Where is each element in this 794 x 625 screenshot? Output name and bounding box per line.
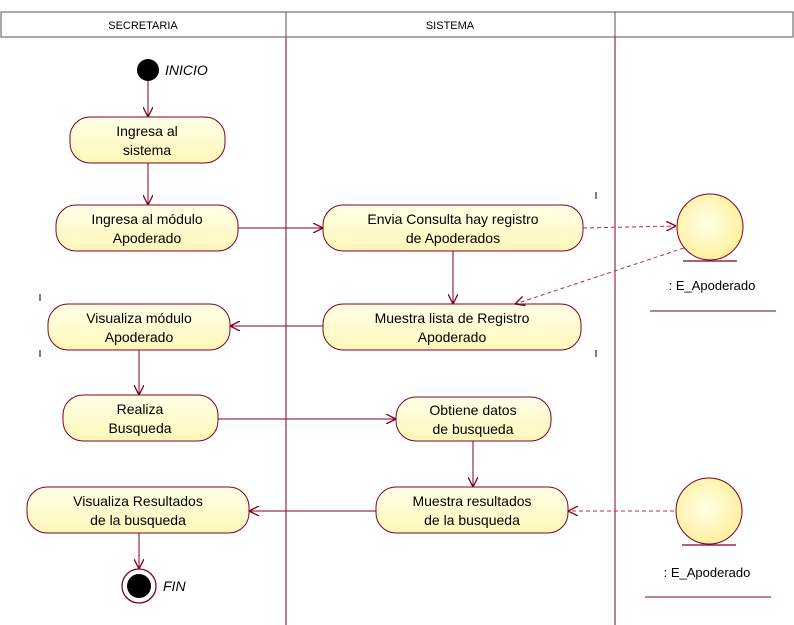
activity-envia-consulta: Envia Consulta hay registro de Apoderado…: [322, 204, 584, 252]
activity-label: de Apoderados: [406, 230, 500, 246]
activity-realiza-busqueda: Realiza Busqueda: [62, 394, 219, 442]
activity-label: Apoderado: [418, 329, 487, 345]
activity-label: Visualiza módulo: [86, 310, 192, 326]
entity-apoderado-2: : E_Apoderado: [645, 477, 771, 598]
control-flows: [139, 81, 473, 569]
object-flows: [515, 226, 685, 511]
activity-label: Ingresa al: [116, 123, 177, 139]
activity-label: Busqueda: [108, 420, 171, 436]
activity-visualiza-resultados: Visualiza Resultados de la busqueda: [26, 486, 250, 534]
activity-muestra-lista: Muestra lista de Registro Apoderado: [322, 303, 582, 351]
activity-visualiza-modulo: Visualiza módulo Apoderado: [47, 303, 231, 351]
swimlane-headers: SECRETARIA SISTEMA: [0, 11, 794, 38]
lane-title-secretaria: SECRETARIA: [108, 20, 178, 32]
activity-label: Obtiene datos: [429, 402, 516, 418]
start-node: [137, 59, 159, 81]
activity-label: Visualiza Resultados: [73, 493, 203, 509]
activity-label: Apoderado: [105, 329, 174, 345]
activity-label: Muestra resultados: [412, 493, 531, 509]
end-node: [121, 568, 157, 604]
lane-header-secretaria: [0, 11, 287, 38]
activity-label: Realiza: [117, 401, 164, 417]
activity-label: Ingresa al módulo: [91, 211, 203, 227]
selection-ticks: [39, 192, 597, 357]
activity-obtiene-datos: Obtiene datos de busqueda: [395, 396, 552, 442]
activity-label: Muestra lista de Registro: [375, 310, 530, 326]
start-label: INICIO: [165, 62, 208, 78]
activity-label: Apoderado: [113, 230, 182, 246]
activity-muestra-resultados: Muestra resultados de la busqueda: [375, 486, 569, 534]
flow-entity-lista: [515, 247, 685, 304]
activity-label: sistema: [123, 142, 171, 158]
activity-label: Envia Consulta hay registro: [367, 211, 538, 227]
lane-title-sistema: SISTEMA: [426, 20, 475, 32]
activity-ingresa-sistema: Ingresa al sistema: [69, 116, 226, 164]
activity-label: de busqueda: [433, 421, 514, 437]
lane-header-sistema: [285, 11, 616, 38]
entity-apoderado-1: : E_Apoderado: [650, 193, 776, 312]
activity-ingresa-modulo: Ingresa al módulo Apoderado: [55, 204, 239, 252]
activity-label: de la busqueda: [90, 512, 186, 528]
entity-label: : E_Apoderado: [669, 278, 756, 293]
end-label: FIN: [163, 578, 186, 594]
entity-icon: [675, 477, 743, 545]
entity-label: : E_Apoderado: [664, 565, 751, 580]
entity-icon: [676, 193, 744, 261]
flow-consulta-entity: [582, 226, 676, 228]
lane-header-empty: [614, 11, 794, 38]
activity-label: de la busqueda: [424, 512, 520, 528]
